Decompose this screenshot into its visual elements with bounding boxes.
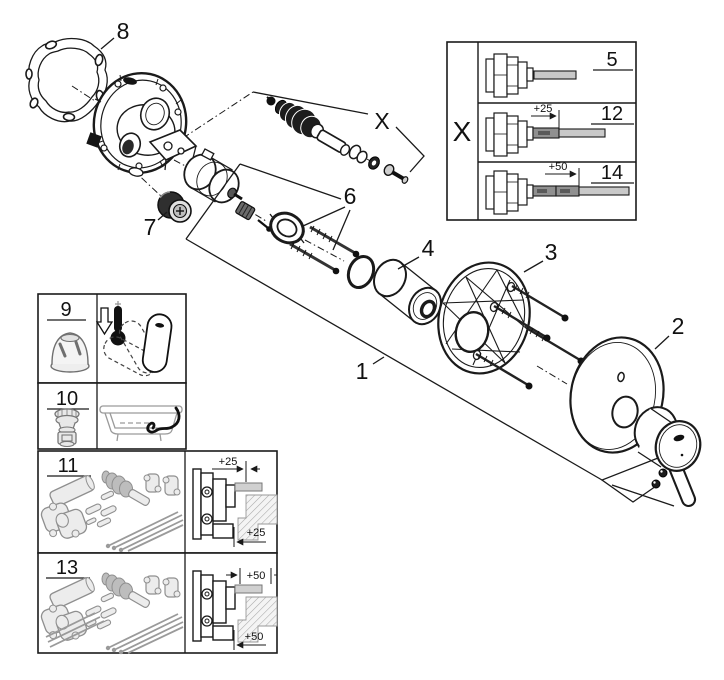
dim-13-bottom: +50 xyxy=(245,631,264,643)
check-valve-part xyxy=(54,408,80,448)
callout-2: 2 xyxy=(672,313,685,339)
inset-box-10: 10 xyxy=(37,382,187,450)
variant-row-5: 5 xyxy=(485,49,633,98)
cross-section-50: +50 +50 xyxy=(192,568,278,650)
inset-label-9: 9 xyxy=(60,299,71,321)
retaining-ring-screws-part-6 xyxy=(269,211,360,275)
variant-box: X 5 +25 12 xyxy=(446,41,637,221)
inset-box-13: 13 +50 +50 xyxy=(37,552,278,656)
variant-label-5: 5 xyxy=(606,49,617,71)
callout-3: 3 xyxy=(545,239,558,265)
bathtub-illustration xyxy=(99,405,183,442)
dim-13-top: +50 xyxy=(247,570,266,582)
valve-body xyxy=(86,71,198,177)
variant-label-12: 12 xyxy=(601,103,623,125)
bath-spout-hose xyxy=(146,406,181,434)
dim-11-bottom: +25 xyxy=(247,527,266,539)
inset-label-11: 11 xyxy=(58,455,79,477)
gasket-part-8 xyxy=(25,37,108,123)
inset-label-13: 13 xyxy=(56,557,78,579)
inset-box-9: 9 xyxy=(37,293,187,384)
oring-sleeve-part-4 xyxy=(346,254,442,326)
callout-7: 7 xyxy=(144,214,157,240)
lever-handle xyxy=(633,406,702,508)
thermometer-icon xyxy=(95,301,126,346)
temp-limiter-part xyxy=(50,332,90,373)
spindle-assembly-x xyxy=(266,96,409,184)
mounting-plate-part-3 xyxy=(437,261,585,390)
variant-group-label: X xyxy=(453,116,472,147)
knob-part-7 xyxy=(157,191,192,223)
inset-label-10: 10 xyxy=(56,388,78,410)
callout-6: 6 xyxy=(344,183,357,209)
cartridge xyxy=(183,148,272,232)
handle-positions xyxy=(103,313,173,377)
variant-label-14: 14 xyxy=(601,162,623,184)
variant-row-14: +50 14 xyxy=(485,161,634,215)
variant-dim-50: +50 xyxy=(549,161,568,173)
variant-dim-25: +25 xyxy=(534,103,553,115)
callout-4: 4 xyxy=(422,235,435,261)
callout-8: 8 xyxy=(117,18,130,44)
variant-row-12: +25 12 xyxy=(485,103,634,157)
callout-1: 1 xyxy=(356,358,369,384)
extra-screws xyxy=(45,612,105,648)
inset-box-11: 11 +25 +25 xyxy=(37,450,278,554)
callout-x: X xyxy=(374,108,389,134)
dim-11-top: +25 xyxy=(219,456,238,468)
leader-lines xyxy=(100,37,675,507)
cross-section-25: +25 +25 xyxy=(192,456,278,547)
